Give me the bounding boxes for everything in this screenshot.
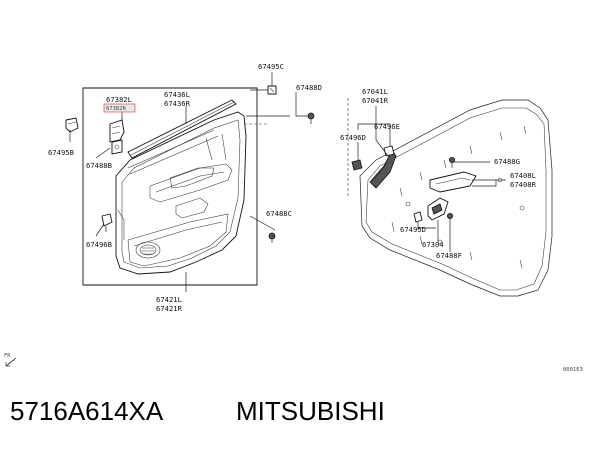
label-67041l: 67041L <box>362 87 388 96</box>
part-number: 5716A614XA <box>10 396 164 426</box>
door-belt-molding <box>127 99 237 159</box>
handle-escutcheon <box>429 171 477 193</box>
label-67496d: 67496D <box>340 133 366 142</box>
label-67421r: 67421R <box>156 304 183 313</box>
screw-67488d <box>307 112 315 124</box>
label-67382r-box <box>103 103 136 113</box>
label-67382r: 67382R <box>106 106 127 112</box>
screw-67488c <box>268 232 276 243</box>
label-67495b: 67495B <box>48 148 74 157</box>
clip-67488b <box>111 139 123 155</box>
clip-67495d <box>413 211 423 223</box>
inside-handle-bracket <box>369 149 397 189</box>
label-67495d: 67495D <box>400 225 426 234</box>
label-67488d: 67488D <box>296 83 322 92</box>
screw-67488f <box>446 212 453 224</box>
label-67488g: 67488G <box>494 157 520 166</box>
door-inner-panel <box>347 96 553 297</box>
label-67436l: 67436L <box>164 90 190 99</box>
label-67408l: 67408L <box>510 171 536 180</box>
brand-name: MITSUBISHI <box>236 396 385 426</box>
label-67408r: 67408R <box>510 180 537 189</box>
bracket-67382 <box>109 119 125 143</box>
clip-67495c <box>267 85 277 95</box>
label-67496b: 67496B <box>86 240 112 249</box>
fr-label: FR <box>4 353 11 359</box>
label-67382l: 67382L <box>106 95 132 104</box>
label-67421l: 67421L <box>156 295 182 304</box>
clip-67495b <box>65 117 79 133</box>
door-trim-panel <box>115 111 247 275</box>
left-assembly-frame <box>82 87 258 286</box>
label-67488f: 67488F <box>436 251 462 260</box>
label-67436r: 67436R <box>164 99 191 108</box>
front-direction-arrow-icon <box>5 357 17 367</box>
label-67495c: 67495C <box>258 62 284 71</box>
reference-code: 000163 <box>563 367 583 373</box>
label-67488b: 67488B <box>86 161 112 170</box>
latch-67304 <box>427 197 449 221</box>
label-67496e: 67496E <box>374 122 400 131</box>
label-67041r: 67041R <box>362 96 389 105</box>
clip-67496b <box>101 213 113 232</box>
screw-67488g <box>448 156 455 168</box>
clip-67496d <box>351 159 363 171</box>
label-67488c: 67488C <box>266 209 292 218</box>
label-67304: 67304 <box>422 240 444 249</box>
clip-67496e <box>383 145 395 157</box>
